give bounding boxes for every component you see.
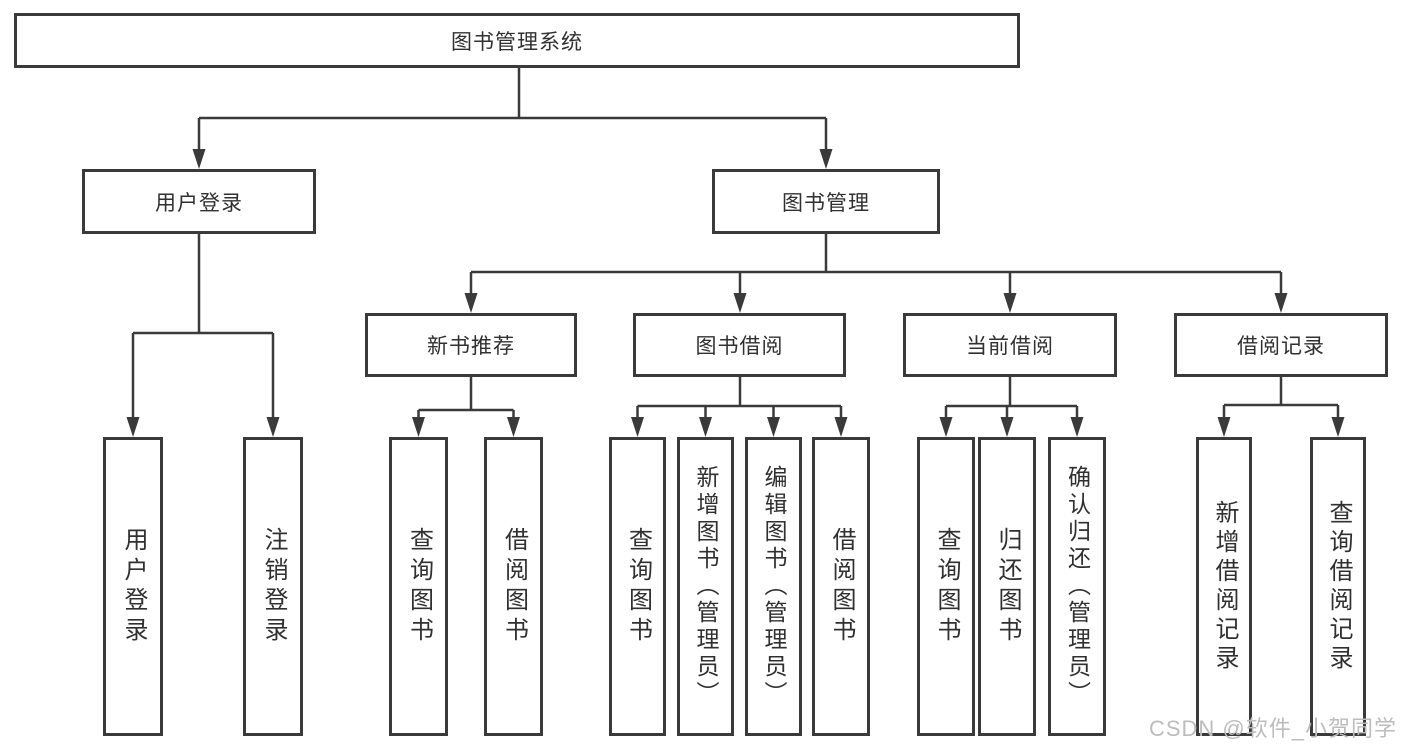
leaf-newbook-borrow: 借阅图书	[484, 437, 543, 736]
leaf-newbook-borrow-label: 借阅图书	[500, 526, 528, 647]
node-current-borrow: 当前借阅	[903, 313, 1117, 377]
leaf-logout-label: 注销登录	[260, 526, 287, 647]
leaf-borrow-book: 借阅图书	[812, 437, 870, 736]
leaf-newbook-query: 查询图书	[389, 437, 448, 736]
leaf-borrow-query: 查询图书	[609, 437, 666, 736]
leaf-logout: 注销登录	[243, 437, 303, 736]
leaf-record-query-label: 查询借阅记录	[1325, 499, 1352, 674]
leaf-current-return: 归还图书	[978, 437, 1036, 736]
leaf-borrow-book-label: 借阅图书	[828, 526, 855, 647]
leaf-borrow-edit-admin: 编辑图书（管理员）	[745, 437, 802, 736]
leaf-record-add-label: 新增借阅记录	[1211, 499, 1238, 674]
leaf-current-return-label: 归还图书	[994, 526, 1021, 647]
leaf-current-query: 查询图书	[917, 437, 975, 736]
node-new-book-recommend: 新书推荐	[365, 313, 577, 377]
leaf-current-confirm-admin: 确认归还（管理员）	[1048, 437, 1106, 736]
node-current-borrow-label: 当前借阅	[966, 335, 1054, 358]
leaf-user-login-label: 用户登录	[120, 526, 147, 647]
csdn-watermark: CSDN @软件_小贺同学	[1148, 716, 1397, 741]
leaf-record-query: 查询借阅记录	[1310, 437, 1366, 736]
node-book-borrow: 图书借阅	[633, 313, 846, 377]
node-user-login: 用户登录	[82, 169, 316, 234]
node-book-borrow-label: 图书借阅	[695, 335, 784, 358]
leaf-borrow-add-admin: 新增图书（管理员）	[677, 437, 734, 736]
leaf-borrow-edit-admin-label: 编辑图书（管理员）	[761, 465, 787, 708]
leaf-record-add: 新增借阅记录	[1196, 437, 1252, 736]
arrowhead-icons	[126, 149, 1345, 437]
leaf-current-query-label: 查询图书	[933, 526, 960, 647]
node-root-label: 图书管理系统	[451, 30, 583, 54]
node-borrow-records: 借阅记录	[1174, 313, 1388, 377]
node-user-login-label: 用户登录	[155, 191, 243, 215]
node-book-management: 图书管理	[712, 169, 940, 234]
leaf-borrow-add-admin-label: 新增图书（管理员）	[693, 465, 719, 708]
node-borrow-records-label: 借阅记录	[1237, 335, 1325, 358]
node-root-system: 图书管理系统	[14, 13, 1020, 68]
leaf-user-login: 用户登录	[103, 437, 163, 736]
connector-segments	[131, 68, 1340, 420]
leaf-current-confirm-admin-label: 确认归还（管理员）	[1064, 465, 1091, 708]
node-new-book-recommend-label: 新书推荐	[427, 335, 515, 358]
leaf-borrow-query-label: 查询图书	[624, 526, 652, 647]
leaf-newbook-query-label: 查询图书	[405, 526, 433, 647]
node-book-management-label: 图书管理	[782, 191, 870, 215]
